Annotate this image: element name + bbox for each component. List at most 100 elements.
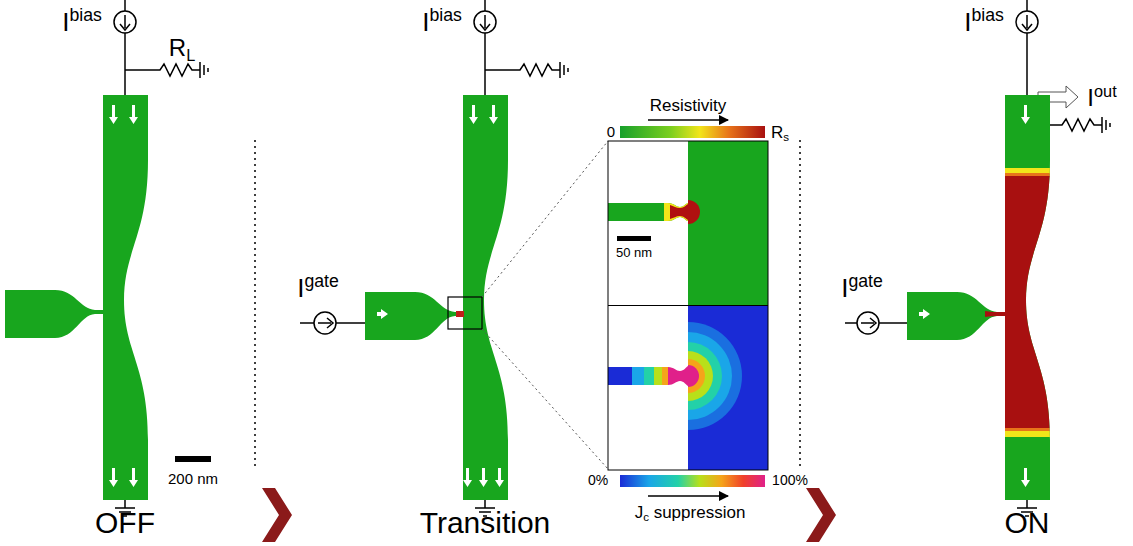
state-label: ON: [1005, 506, 1050, 539]
current-source: [1016, 11, 1038, 33]
jc-suppression-map: [632, 367, 644, 385]
jc-suppression-map: [654, 367, 662, 385]
bias-wire: [125, 64, 200, 76]
resistivity-map: [664, 203, 688, 221]
scale-label: 200 nm: [168, 471, 218, 488]
scale-bar: [617, 236, 651, 241]
colorbar: [648, 119, 728, 121]
current-source: [1022, 15, 1032, 30]
state-label: OFF: [95, 506, 155, 539]
current-source: [314, 312, 336, 334]
resistivity-map: [608, 141, 768, 305]
resistivity-map: [670, 204, 688, 220]
current-arrow: [919, 309, 930, 319]
jc-suppression-map: [688, 322, 742, 430]
current-source: [120, 15, 130, 30]
jc-suppression-map: [662, 367, 668, 385]
state-label: Transition: [420, 506, 551, 539]
colorbar-tick: 0: [607, 124, 615, 141]
colorbar-tick: 100%: [772, 473, 808, 488]
current-arrow: [109, 105, 118, 124]
hotspot: [456, 311, 464, 317]
jc-suppression-map: [688, 342, 722, 410]
zoom-leader: [482, 141, 608, 297]
resistivity-map: [608, 141, 768, 305]
bias-wire: [485, 64, 560, 76]
current-source: [857, 312, 879, 334]
current-label: Igate: [297, 274, 339, 303]
current-source: [114, 11, 136, 33]
zoom-leader: [482, 329, 608, 469]
colorbar-title: Jc suppression: [635, 504, 746, 523]
jc-suppression-map: [688, 359, 705, 393]
step-arrow: [806, 488, 836, 542]
colorbar-tick: 0%: [588, 473, 608, 488]
step-arrow: [262, 488, 292, 542]
current-arrow: [463, 105, 504, 487]
zoom-box: [448, 297, 482, 329]
current-label: Ibias: [62, 8, 102, 37]
current-label: Iout: [1087, 85, 1116, 111]
inset-frame: [608, 305, 768, 306]
resistivity-map: [608, 203, 688, 221]
current-arrow: [1021, 105, 1030, 124]
current-arrow: [377, 309, 388, 319]
jc-suppression-map: [688, 351, 713, 401]
current-source: [1016, 11, 1038, 33]
current-source: [318, 318, 333, 328]
jc-suppression-map: [668, 366, 688, 386]
current-arrow: [1021, 105, 1030, 487]
zoom-leader: [482, 141, 608, 469]
hotspot: [985, 311, 1006, 317]
jc-suppression-map: [688, 365, 699, 387]
current-source: [474, 11, 496, 33]
normal-region: [1000, 176, 1055, 428]
current-arrow: [129, 105, 138, 124]
current-source: [474, 11, 496, 33]
nanowire-channel: [103, 95, 148, 500]
jc-suppression-map: [688, 322, 742, 430]
colorbar-tick: Rs: [771, 124, 789, 143]
bias-wire: [1102, 117, 1110, 133]
current-source: [861, 318, 876, 328]
normal-region: [1000, 168, 1055, 437]
jc-suppression-map: [608, 367, 632, 385]
current-source: [114, 11, 136, 33]
colorbar: [620, 120, 765, 496]
jc-suppression-map: [608, 306, 768, 470]
current-source: [857, 312, 879, 334]
colorbar: [620, 126, 765, 138]
gate-choke: [365, 292, 464, 340]
current-arrow: [463, 468, 472, 487]
normal-region: [1000, 431, 1055, 437]
current-arrow: [129, 468, 138, 487]
current-arrow: [495, 468, 504, 487]
scale-bar: [175, 456, 211, 462]
bias-wire: [560, 62, 568, 78]
jc-suppression-map: [608, 306, 768, 470]
colorbar: [648, 495, 728, 497]
inset-frame: [608, 141, 768, 470]
current-arrow: [479, 468, 488, 487]
gate-choke: [907, 292, 1006, 340]
current-source: [480, 15, 490, 30]
current-arrow: [109, 105, 138, 487]
scale-label: 50 nm: [616, 246, 652, 260]
resistivity-map: [688, 141, 768, 305]
current-label: Igate: [841, 274, 883, 303]
current-arrow: [1021, 468, 1030, 487]
panel-divider: [799, 140, 801, 470]
jc-suppression-map: [688, 332, 732, 420]
resistivity-map: [688, 200, 700, 224]
current-label: Ibias: [964, 8, 1004, 37]
colorbar: [620, 475, 765, 487]
current-label: Ibias: [422, 8, 462, 37]
current-arrow: [489, 105, 498, 124]
current-source: [314, 312, 336, 334]
resistor-label: RL: [169, 35, 195, 61]
jc-suppression-map: [644, 367, 654, 385]
current-arrow: [109, 468, 118, 487]
bias-wire: [200, 62, 208, 78]
panel-divider: [254, 140, 256, 470]
